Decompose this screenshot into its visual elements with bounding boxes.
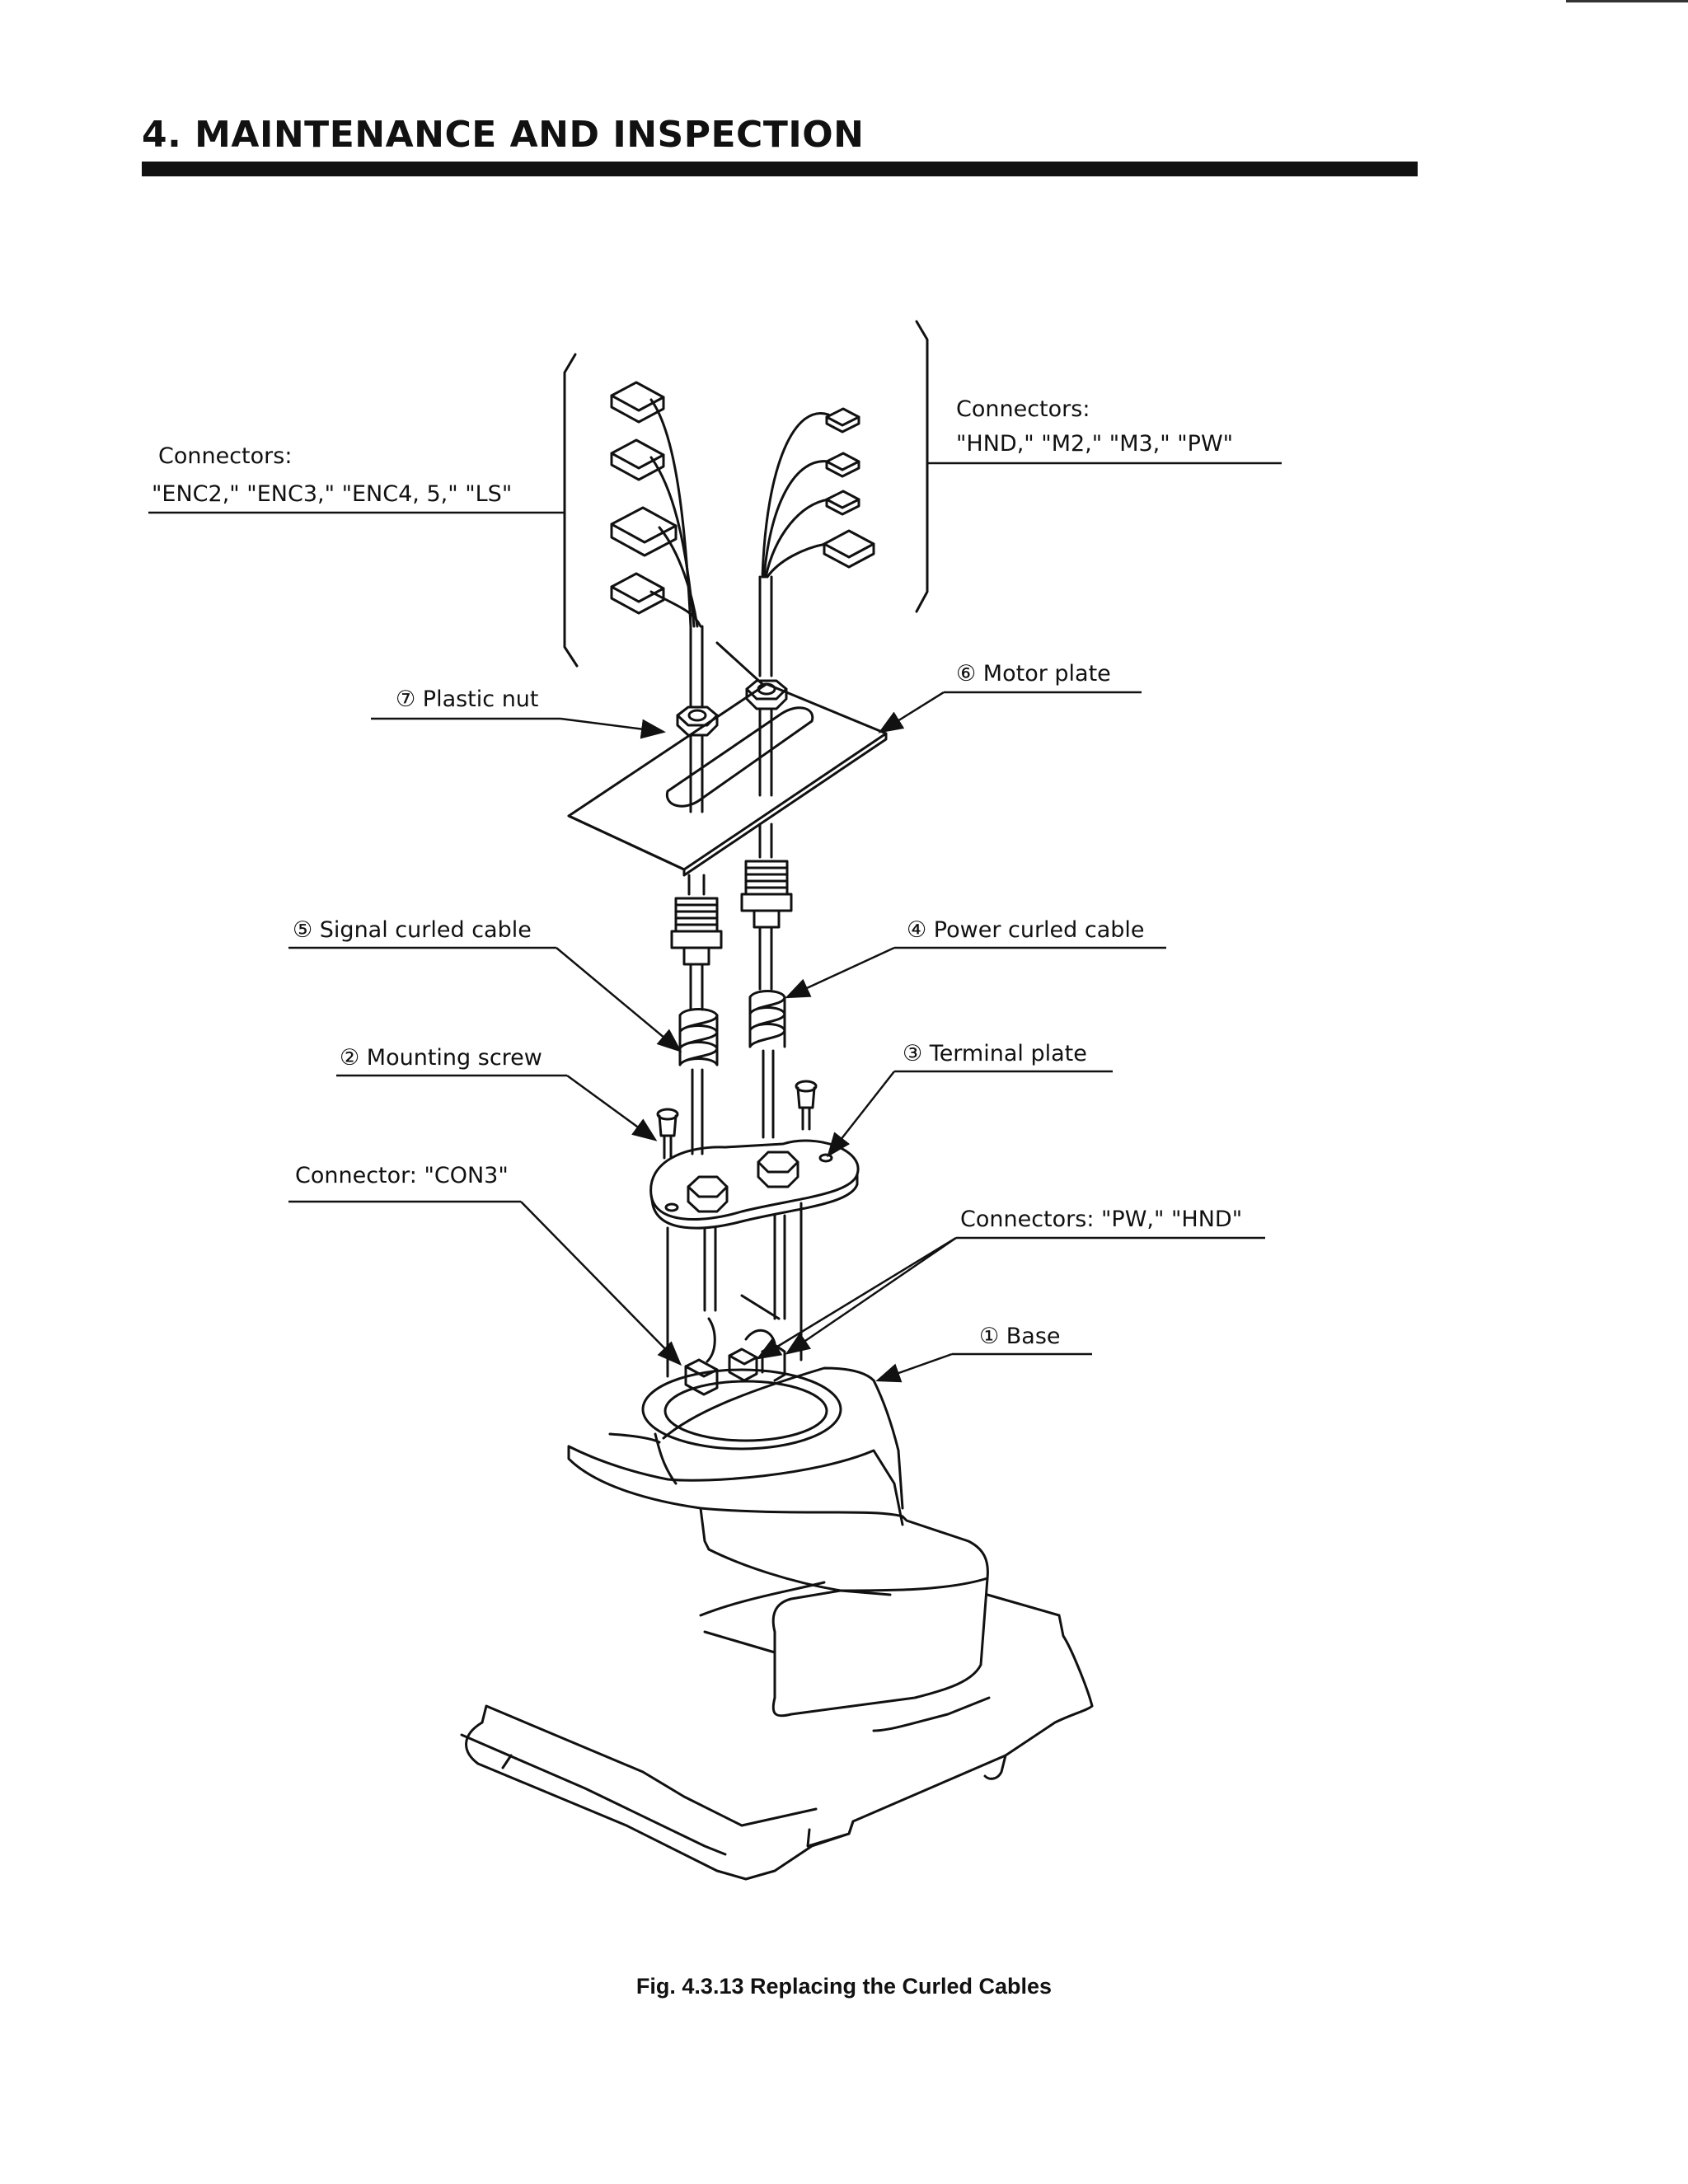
base-body [460,1366,1094,1881]
plastic-nut-left [676,705,719,737]
power-curled-cable [748,990,786,1048]
right-connector-bracket [915,320,929,613]
connectors-right-label-line1: Connectors: [956,396,1090,422]
motor-plate [567,641,888,877]
figure-caption: Fig. 4.3.13 Replacing the Curled Cables [635,1974,1053,1999]
mounting-screw-left [656,1108,679,1160]
power-cable-upper [758,575,773,677]
plastic-nut-right [745,679,788,710]
motor-plate-label: ⑥ Motor plate [956,661,1111,687]
terminal-plate-label: ③ Terminal plate [903,1041,1087,1066]
title-rule [142,162,1418,176]
signal-curled-cable-label: ⑤ Signal curled cable [293,917,532,943]
cable-gland-left [670,897,723,966]
connectors-left-label-line2: "ENC2," "ENC3," "ENC4, 5," "LS" [152,481,512,507]
terminal-nut-right [757,1151,799,1188]
left-connector-group [610,381,678,615]
page-title: 4. MAINTENANCE AND INSPECTION [142,114,865,156]
base-label: ① Base [979,1324,1061,1349]
top-right-rule [1566,0,1688,2]
power-curled-cable-label: ④ Power curled cable [907,917,1145,943]
connectors-pw-hnd-label: Connectors: "PW," "HND" [960,1207,1242,1232]
plastic-nut-label: ⑦ Plastic nut [396,687,539,712]
signal-cable-upper [689,625,704,709]
cable-gland-right [740,860,793,929]
right-connector-group [823,407,875,569]
mounting-screw-right [795,1080,818,1131]
mounting-screw-label: ② Mounting screw [340,1045,542,1071]
connectors-left-label-line1: Connectors: [158,443,292,469]
left-connector-bracket [563,353,579,668]
connector-con3-label: Connector: "CON3" [295,1163,509,1188]
terminal-plate [649,1139,860,1230]
connectors-right-label-line2: "HND," "M2," "M3," "PW" [956,431,1233,457]
terminal-nut-left [687,1175,729,1213]
signal-curled-cable [678,1008,719,1066]
